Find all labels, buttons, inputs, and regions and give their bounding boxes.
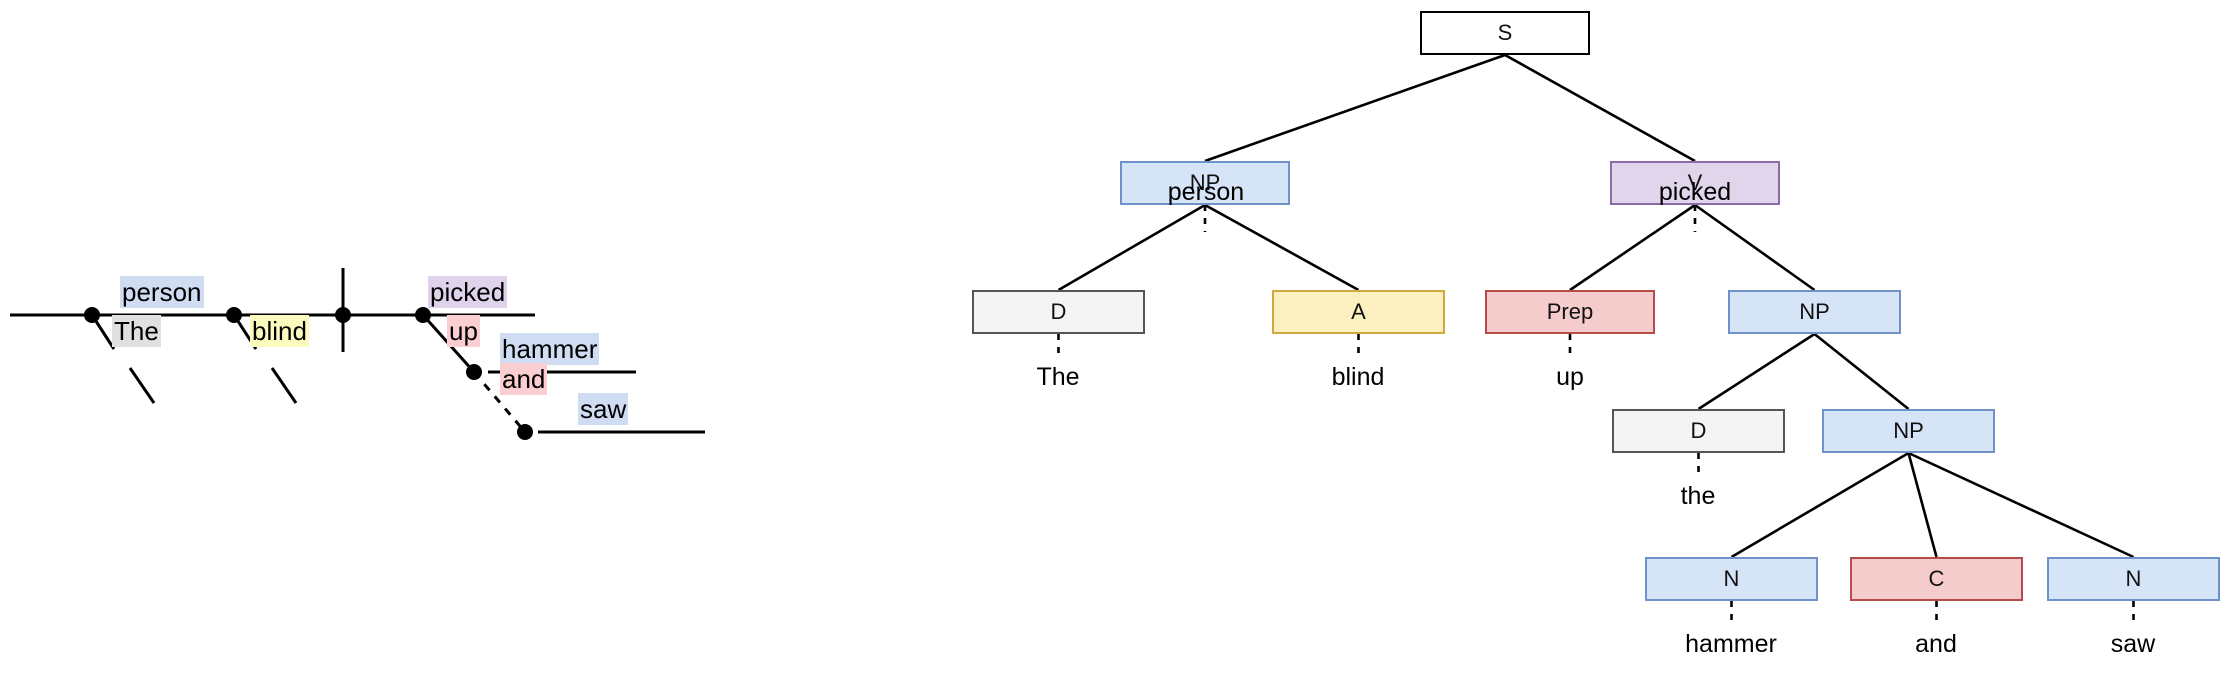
edge-S-V xyxy=(1504,53,1696,163)
tree-leaf-picked: picked xyxy=(1658,178,1732,206)
tree-node-label: NP xyxy=(1189,170,1221,195)
edge-NP2-NP3 xyxy=(1813,332,1910,411)
edge-NP3-N1 xyxy=(1730,451,1910,559)
tree-node-s[interactable]: S xyxy=(1420,11,1590,55)
dep-word-hammer: hammer xyxy=(500,333,600,365)
edge-NP1-D1 xyxy=(1057,203,1206,292)
tree-node-label: D xyxy=(1690,418,1707,443)
tree-leaf-hammer: hammer xyxy=(1685,630,1777,658)
tree-node-np1[interactable]: NP xyxy=(1120,161,1290,205)
edge-V-Prep xyxy=(1569,203,1696,292)
tree-leaf-up: up xyxy=(1556,363,1584,391)
tree-leaf-person: person xyxy=(1167,178,1245,206)
dep-word-and: and xyxy=(500,363,548,395)
tree-node-prep[interactable]: Prep xyxy=(1485,290,1655,334)
tree-leaf-the: The xyxy=(1036,363,1080,391)
edge-hammer-saw xyxy=(472,371,527,433)
dep-node-dot-6 xyxy=(517,424,533,440)
tree-node-label: V xyxy=(1687,170,1703,195)
tree-node-label: NP xyxy=(1799,299,1830,324)
tree-node-np3[interactable]: NP xyxy=(1822,409,1995,453)
tree-node-d2[interactable]: D xyxy=(1612,409,1785,453)
dep-node-dot-3 xyxy=(335,307,351,323)
dep-stroke-2b xyxy=(270,367,298,404)
dep-word-saw: saw xyxy=(578,393,629,425)
dep-word-blind: blind xyxy=(250,315,309,347)
dep-node-dot-4 xyxy=(415,307,431,323)
tree-leaf-the: the xyxy=(1680,482,1716,510)
tree-node-label: C xyxy=(1928,566,1945,591)
dep-node-dot-2 xyxy=(226,307,242,323)
tree-node-label: S xyxy=(1497,20,1513,45)
tree-node-label: NP xyxy=(1893,418,1924,443)
dep-word-person: person xyxy=(120,276,204,308)
edge-NP1-A xyxy=(1204,203,1360,292)
tree-leaf-saw: saw xyxy=(2110,630,2156,658)
tree-node-np2[interactable]: NP xyxy=(1728,290,1901,334)
tree-node-label: A xyxy=(1351,299,1366,324)
edge-NP3-N2 xyxy=(1907,451,2135,559)
dep-stroke-1b xyxy=(128,367,156,404)
tree-node-label: D xyxy=(1050,299,1067,324)
tree-node-n1[interactable]: N xyxy=(1645,557,1818,601)
tree-node-a[interactable]: A xyxy=(1272,290,1445,334)
tree-node-label: N xyxy=(2125,566,2142,591)
edge-S-NP1 xyxy=(1204,53,1506,163)
tree-node-d1[interactable]: D xyxy=(972,290,1145,334)
tree-node-label: N xyxy=(1723,566,1740,591)
tree-leaf-blind: blind xyxy=(1331,363,1385,391)
tree-node-v[interactable]: V xyxy=(1610,161,1780,205)
dep-word-the: The xyxy=(112,315,161,347)
edge-V-NP2 xyxy=(1694,203,1816,292)
dep-node-dot-5 xyxy=(466,364,482,380)
dep-node-dot-1 xyxy=(84,307,100,323)
tree-node-c[interactable]: C xyxy=(1850,557,2023,601)
tree-node-label: Prep xyxy=(1546,299,1594,324)
tree-node-n2[interactable]: N xyxy=(2047,557,2220,601)
dep-word-up: up xyxy=(447,315,480,347)
dep-word-picked: picked xyxy=(428,276,508,308)
tree-leaf-and: and xyxy=(1915,630,1957,658)
tree-edge-lines xyxy=(1057,53,2135,625)
edge-NP3-C xyxy=(1907,452,1938,558)
edge-NP2-D2 xyxy=(1697,332,1816,411)
